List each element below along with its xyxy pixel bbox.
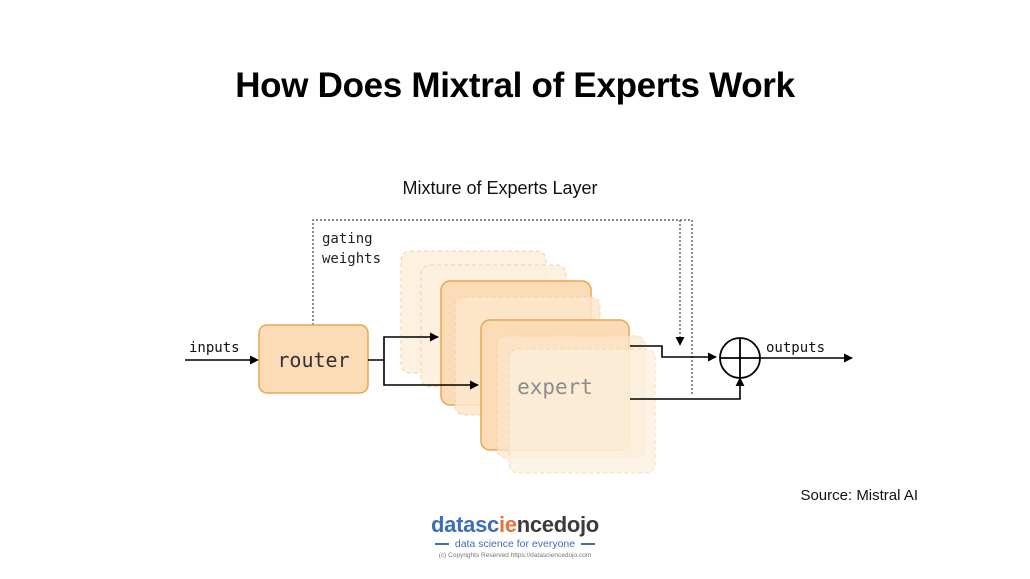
brand-logo-part3: ncedojo xyxy=(516,512,600,537)
expert-label: expert xyxy=(517,375,593,399)
brand-block: datasciencedojo data science for everyon… xyxy=(0,513,1030,560)
gating-label-line1: gating xyxy=(322,231,373,247)
expert-ghost-box-5 xyxy=(508,348,656,474)
brand-logo: datasciencedojo xyxy=(0,513,1030,537)
gating-label-line2: weights xyxy=(322,251,381,267)
diagram-title: Mixture of Experts Layer xyxy=(402,178,597,198)
page-title: How Does Mixtral of Experts Work xyxy=(235,66,795,105)
tagline-dash-left xyxy=(434,543,449,545)
gating-weights-line xyxy=(312,219,693,395)
sum-node xyxy=(719,337,761,379)
router-to-expert1-arrow xyxy=(368,332,439,361)
router-label: router xyxy=(277,348,349,372)
brand-copyright: (c) Copyrights Reserved https://datascie… xyxy=(438,552,592,559)
outputs-label: outputs xyxy=(766,340,825,356)
brand-tagline-row: data science for everyone xyxy=(0,538,1030,550)
brand-logo-part1: datasc xyxy=(431,512,499,537)
source-credit: Source: Mistral AI xyxy=(800,487,918,504)
expert2-to-sum-arrow xyxy=(630,377,745,400)
tagline-dash-right xyxy=(581,543,596,545)
router-box xyxy=(258,324,369,394)
brand-logo-part2: ie xyxy=(498,512,517,537)
router-to-expert2-arrow xyxy=(383,360,479,390)
inputs-label: inputs xyxy=(189,340,240,356)
expert1-to-sum-arrow xyxy=(630,345,717,362)
brand-tagline: data science for everyone xyxy=(454,538,576,550)
